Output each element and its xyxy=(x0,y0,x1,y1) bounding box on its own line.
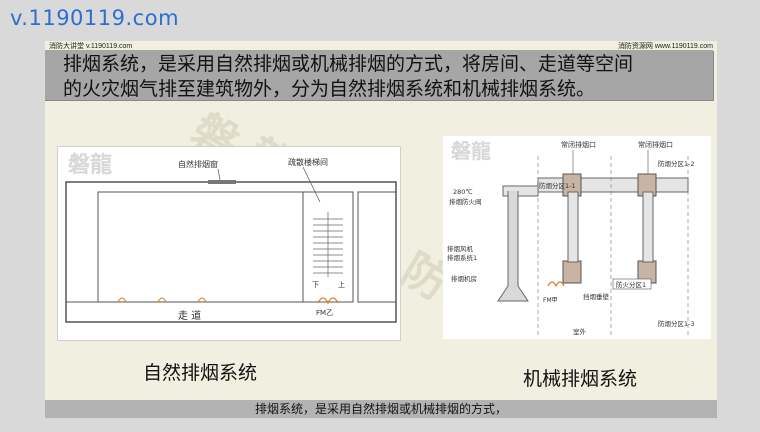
natural-smoke-diagram: 磐龍 自然排烟窗 疏散楼梯间 下 上 FM乙 走 道 xyxy=(57,146,401,341)
label-outdoor: 室外 xyxy=(573,327,587,336)
caption-mechanical: 机械排烟系统 xyxy=(523,368,638,390)
label-fan-1: 排烟风机 xyxy=(447,244,474,253)
label-fan-2: 排烟系统1 xyxy=(447,253,477,262)
label-down: 下 xyxy=(312,281,319,289)
mechanical-smoke-diagram: 磐龍 常闭排烟口 常闭排烟口 防烟分区1-1 防烟分区1-2 防烟分区1-3 防… xyxy=(443,136,711,339)
label-zone-1-3: 防烟分区1-3 xyxy=(658,319,695,328)
label-curtain: 挡烟垂壁 xyxy=(583,292,610,301)
fire-door xyxy=(317,297,339,305)
site-watermark: v.1190119.com xyxy=(10,6,180,30)
label-280: 280℃ xyxy=(453,188,473,196)
label-fire-zone: 防火分区1 xyxy=(616,280,646,289)
label-fm: FM甲 xyxy=(543,297,558,304)
label-natural-window: 自然排烟窗 xyxy=(178,159,218,169)
label-corridor: 走 道 xyxy=(178,309,201,322)
banner-line-2: 的火灾烟气排至建筑物外，分为自然排烟系统和机械排烟系统。 xyxy=(63,78,596,100)
label-up: 上 xyxy=(338,280,345,289)
label-fan-room: 排烟机房 xyxy=(451,274,477,283)
header-source-left: 消防大讲堂 v.1190119.com xyxy=(49,43,133,50)
banner-line-1: 排烟系统，是采用自然排烟或机械排烟的方式，将房间、走道等空间 xyxy=(63,53,634,75)
fire-door xyxy=(547,281,565,288)
label-stairwell: 疏散楼梯间 xyxy=(288,157,328,167)
label-zone-1-1: 防烟分区1-1 xyxy=(539,181,576,190)
label-door: FM乙 xyxy=(316,309,333,317)
logo-mark: 磐龍 xyxy=(68,152,112,178)
label-outlet-a: 常闭排烟口 xyxy=(561,140,596,149)
label-damper: 排烟防火阀 xyxy=(449,197,482,206)
slide-frame: 磐 龍 消 防 大 消防大讲堂 v.1190119.com 消防资源网 www.… xyxy=(45,41,717,418)
logo-mark: 磐龍 xyxy=(451,139,491,163)
title-banner: 排烟系统，是采用自然排烟或机械排烟的方式，将房间、走道等空间 的火灾烟气排至建筑… xyxy=(45,50,713,100)
label-zone-1-2: 防烟分区1-2 xyxy=(658,159,695,168)
caption-natural: 自然排烟系统 xyxy=(143,362,258,384)
smoke-window xyxy=(208,180,236,184)
header-source-right: 消防资源网 www.1190119.com xyxy=(617,43,713,50)
subtitle-bar: 排烟系统，是采用自然排烟或机械排烟的方式， xyxy=(45,400,717,418)
label-outlet-b: 常闭排烟口 xyxy=(638,140,673,149)
